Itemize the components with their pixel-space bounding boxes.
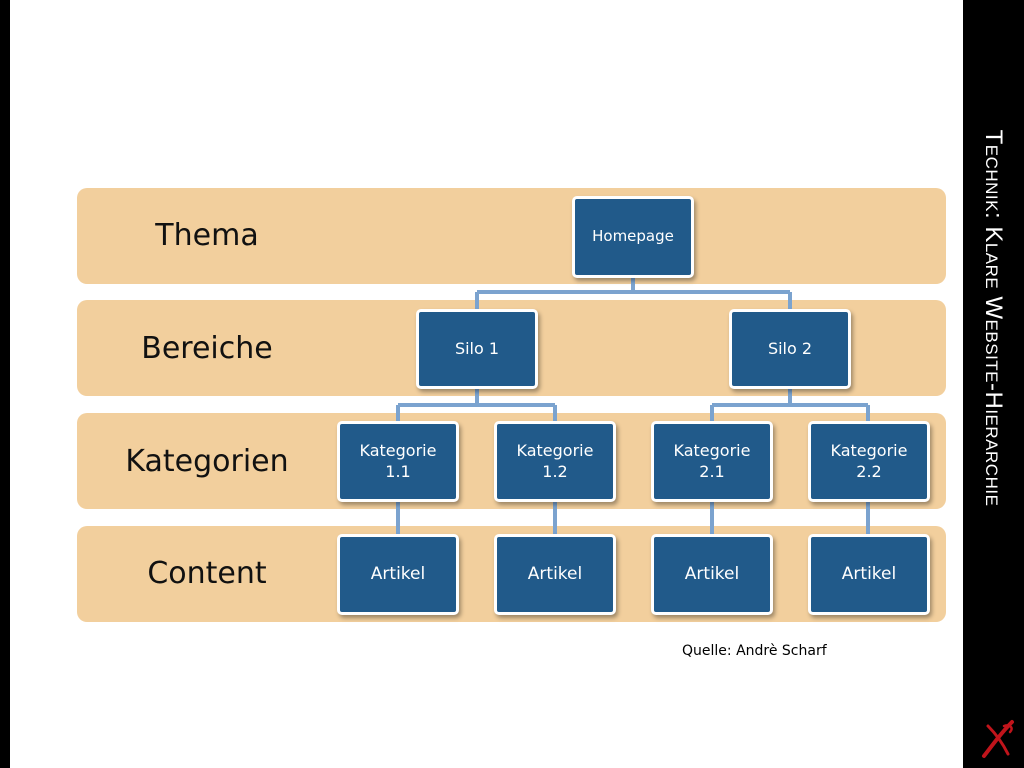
node-homepage: Homepage	[572, 196, 694, 278]
node-artikel-2: Artikel	[494, 534, 616, 615]
left-edge-bar	[0, 0, 10, 768]
node-artikel-3: Artikel	[651, 534, 773, 615]
band-label-bereiche: Bereiche	[141, 331, 273, 366]
band-thema	[77, 188, 946, 284]
node-kategorie-1-1: Kategorie 1.1	[337, 421, 459, 502]
x-logo-icon	[982, 720, 1014, 758]
node-artikel-1: Artikel	[337, 534, 459, 615]
title-sidebar	[963, 0, 1024, 768]
node-artikel-4: Artikel	[808, 534, 930, 615]
node-silo-2: Silo 2	[729, 309, 851, 389]
node-kategorie-2-2: Kategorie 2.2	[808, 421, 930, 502]
node-silo-1: Silo 1	[416, 309, 538, 389]
band-label-thema: Thema	[155, 218, 259, 253]
node-kategorie-1-2: Kategorie 1.2	[494, 421, 616, 502]
band-label-kategorien: Kategorien	[125, 444, 289, 479]
source-credit: Quelle: Andrè Scharf	[682, 643, 827, 659]
node-kategorie-2-1: Kategorie 2.1	[651, 421, 773, 502]
band-label-content: Content	[147, 556, 267, 591]
